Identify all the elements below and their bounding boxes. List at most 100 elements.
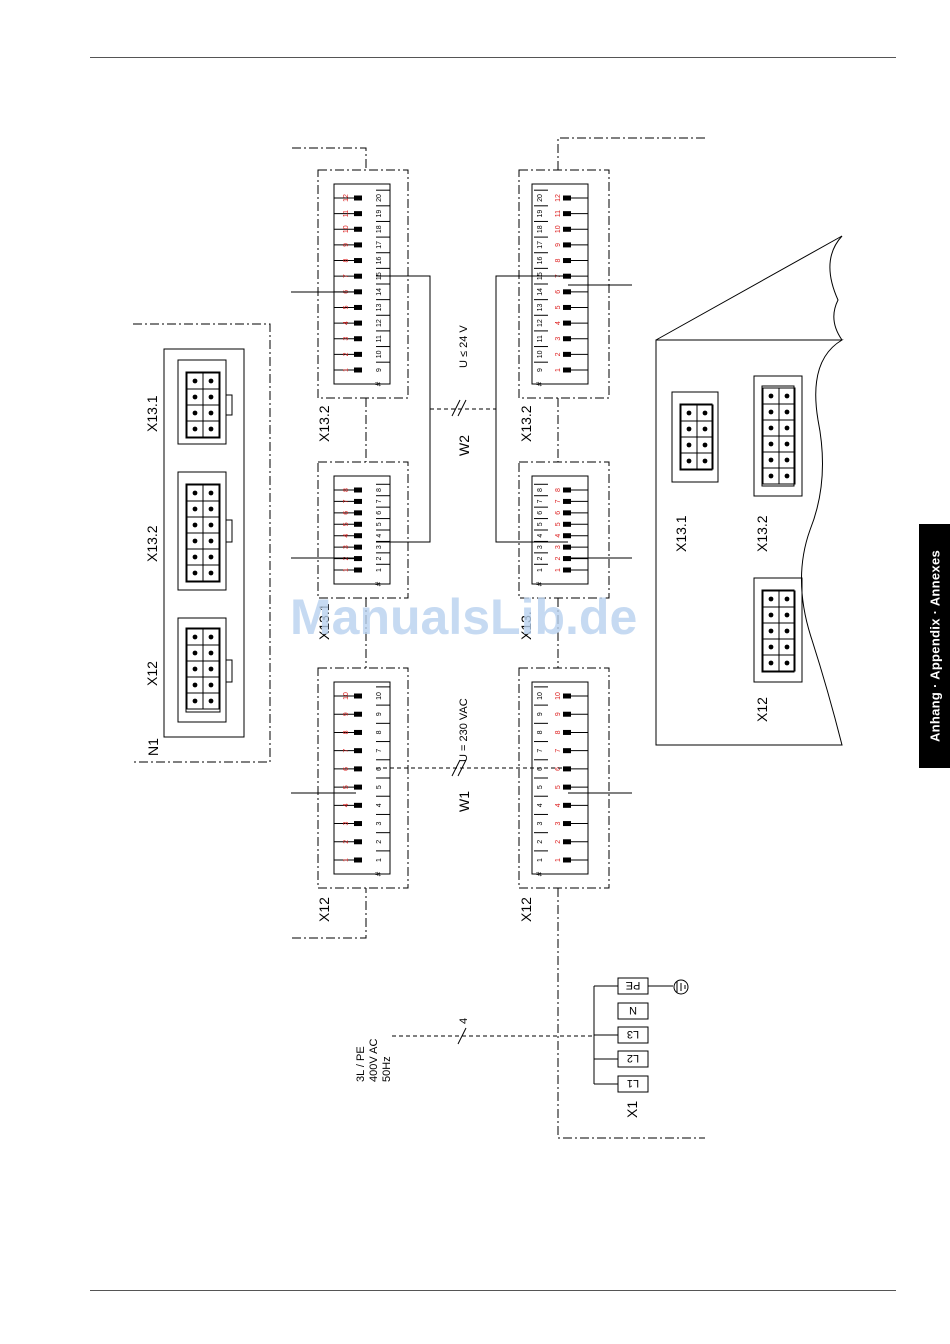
pin-number-inner: 2 (555, 352, 562, 356)
pin-contact (563, 784, 571, 790)
cable-w1 (376, 759, 568, 777)
connector-pin (768, 596, 774, 602)
pin-contact (563, 336, 571, 342)
pin-number-outer: 14 (537, 288, 544, 296)
pin-number-inner: 3 (343, 822, 350, 826)
pin-contact (563, 304, 571, 310)
connector-pin (768, 660, 774, 666)
x1-label: X1 (624, 1101, 640, 1118)
pin-contact (563, 766, 571, 772)
pin-contact (563, 289, 571, 295)
pin-number-inner: 11 (343, 210, 350, 217)
n1-label-x13-2: X13.2 (144, 525, 160, 562)
connector-pin (784, 425, 790, 431)
bottom-rule (90, 1290, 896, 1291)
pin-number-outer: 5 (376, 785, 383, 789)
strip-frame (518, 169, 610, 399)
connector-pin (208, 378, 214, 384)
connector-pin (192, 538, 198, 544)
pin-number-inner: 8 (555, 730, 562, 734)
connector-pin (702, 458, 708, 464)
supply-line-2: 400V AC (368, 1039, 380, 1082)
connector-pin (702, 426, 708, 432)
connector-pin (686, 410, 692, 416)
connector-pin (768, 441, 774, 447)
connector-pin (768, 473, 774, 479)
pin-contact (354, 226, 362, 232)
pin-number-inner: 1 (555, 858, 562, 862)
pin-contact (354, 510, 362, 516)
pin-number-outer: 1 (537, 858, 544, 862)
pin-number-inner: 11 (555, 210, 562, 217)
pin-number-outer: 4 (537, 803, 544, 807)
pin-contact (354, 839, 362, 845)
pin-number-outer: 7 (376, 499, 383, 503)
pin-contact (563, 544, 571, 550)
pin-contact (354, 521, 362, 527)
connector-pin (192, 554, 198, 560)
pin-number-outer: 9 (537, 712, 544, 716)
pin-contact (354, 693, 362, 699)
pin-contact (563, 226, 571, 232)
pin-number-inner: 1 (343, 858, 350, 862)
pin-contact (563, 320, 571, 326)
pin-contact (354, 784, 362, 790)
pin-contact (563, 567, 571, 573)
connector-pin (208, 698, 214, 704)
connector-pin (768, 393, 774, 399)
pin-contact (354, 336, 362, 342)
pin-number-inner: 12 (343, 194, 350, 202)
pin-number-outer: 3 (376, 822, 383, 826)
pin-contact (563, 195, 571, 201)
pin-number-inner: 3 (555, 337, 562, 341)
detail-connector-x12 (753, 577, 803, 683)
pin-number-outer: 10 (376, 350, 383, 358)
pin-number-inner: 9 (343, 712, 350, 716)
pin-number-outer: 16 (537, 257, 544, 265)
pin-number-outer: 4 (376, 803, 383, 807)
x1-terminal (617, 1026, 649, 1044)
pin-number-outer: 1 (376, 858, 383, 862)
connector-pin (208, 570, 214, 576)
pin-number-outer: 9 (376, 712, 383, 716)
pin-number-inner: 4 (555, 803, 562, 807)
pin-contact (563, 487, 571, 493)
pin-number-outer: 11 (537, 335, 544, 342)
x1-terminal-label: L2 (627, 1052, 639, 1064)
pin-number-inner: 7 (343, 499, 350, 503)
connector-pin (784, 409, 790, 415)
pin-number-outer: 17 (537, 241, 544, 249)
connector-pin (208, 426, 214, 432)
pin-number-outer: 11 (376, 335, 383, 342)
pin-number-inner: 8 (343, 258, 350, 262)
pin-number-outer: 2 (376, 557, 383, 561)
pin-contact (563, 693, 571, 699)
pin-number-outer: 6 (537, 511, 544, 515)
w1-label: W1 (456, 791, 472, 812)
pin-contact (354, 242, 362, 248)
pin-contact (354, 289, 362, 295)
pin-contact (563, 556, 571, 562)
pin-contact (563, 510, 571, 516)
pin-number-outer: 6 (376, 767, 383, 771)
pin-number-outer: 4 (376, 534, 383, 538)
n1-label-x12: X12 (144, 661, 160, 686)
pin-contact (354, 211, 362, 217)
connector-pin (208, 410, 214, 416)
pin-number-inner: 7 (555, 749, 562, 753)
connector-pin (192, 506, 198, 512)
pin-number-outer: 8 (537, 730, 544, 734)
pin-number-inner: 1 (343, 368, 350, 372)
connector-pin (208, 554, 214, 560)
section-tab[interactable]: Anhang · Appendix · Annexes (919, 524, 950, 768)
pin-number-outer: 7 (537, 749, 544, 753)
pin-contact (354, 857, 362, 863)
u230-label: U = 230 VAC (458, 698, 470, 762)
pin-contact (563, 802, 571, 808)
pin-number-inner: 12 (555, 194, 562, 202)
pin-number-inner: 4 (343, 803, 350, 807)
pin-number-inner: 2 (343, 840, 350, 844)
detail-label-x12: X12 (754, 697, 770, 722)
